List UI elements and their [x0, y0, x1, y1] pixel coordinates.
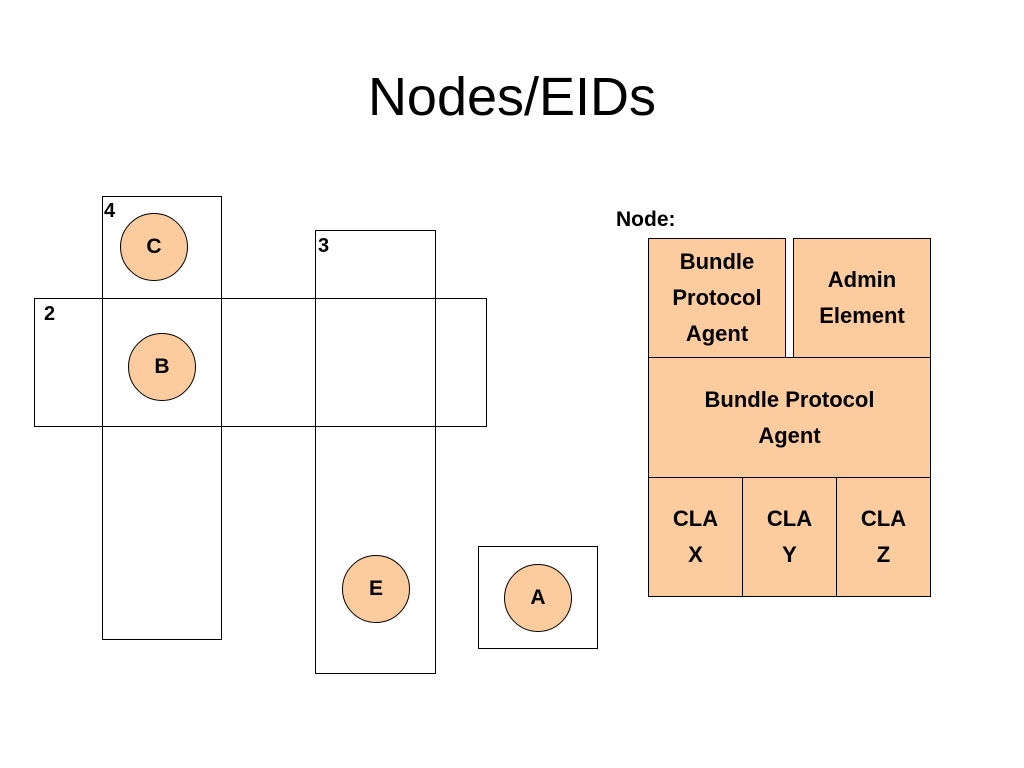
region-3-label: 4 — [104, 200, 116, 222]
node-e-label: E — [368, 577, 383, 600]
region-4-box — [315, 230, 436, 674]
node-a-label: A — [530, 586, 546, 609]
node-e: E — [342, 555, 410, 623]
region-2-box — [34, 298, 487, 427]
cla-y: CLA Y — [742, 477, 837, 597]
cla-z: CLA Z — [836, 477, 931, 597]
node-c-label: C — [146, 235, 162, 258]
node-a: A — [504, 564, 572, 632]
node-structure-label: Node: — [616, 208, 676, 231]
cla-x: CLA X — [648, 477, 743, 597]
node-b-label: B — [154, 355, 170, 378]
admin-element: Admin Element — [793, 238, 931, 358]
region-3-box — [102, 196, 222, 640]
node-b: B — [128, 333, 196, 401]
region-2-label: 2 — [44, 303, 56, 325]
bundle-protocol-agent-middle: Bundle Protocol Agent — [648, 357, 931, 478]
bundle-protocol-agent-top: Bundle Protocol Agent — [648, 238, 786, 358]
slide-title: Nodes/EIDs — [367, 67, 657, 127]
node-c: C — [120, 213, 188, 281]
region-4-label: 3 — [318, 235, 330, 257]
node-a-box — [478, 546, 598, 649]
